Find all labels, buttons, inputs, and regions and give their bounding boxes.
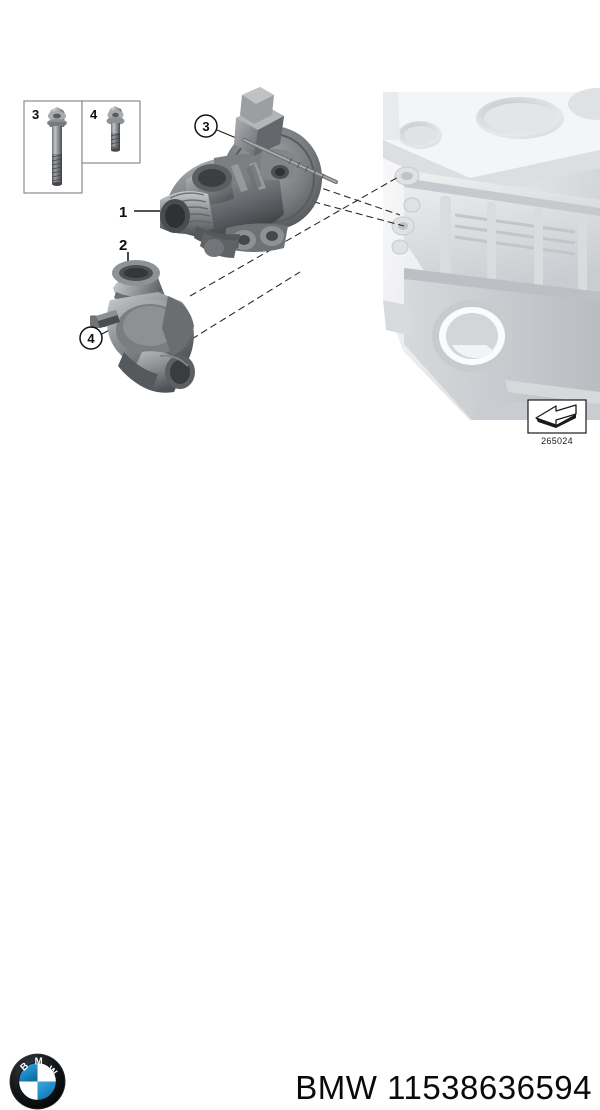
- thermostat-housing-part: [90, 260, 195, 393]
- thermostat-housing-body: [90, 260, 195, 393]
- labels-layer: 1 2 3 4: [79, 114, 218, 350]
- pump-bolt-boss: [260, 148, 296, 180]
- bolt-inset-3: 3: [23, 100, 83, 194]
- direction-arrow-icon: [527, 399, 587, 434]
- bolt-inset-4: 4: [81, 100, 141, 164]
- pump-inlet-neck: [160, 191, 214, 234]
- diagram-reference-number: 265024: [541, 436, 573, 446]
- bmw-roundel-logo: B M W: [9, 1053, 66, 1110]
- assembly-leader-pump-lower: [291, 195, 405, 227]
- pump-upper-outlet: [186, 164, 234, 205]
- callout-4-label: 4: [87, 331, 95, 346]
- water-pump-bolt-shank: [242, 138, 338, 184]
- parts-diagram-root: 3: [0, 87, 600, 1110]
- assembly-leader-thermostat: [189, 175, 401, 297]
- inset-4-label: 4: [90, 107, 98, 122]
- diagram-reference-badge: 265024: [527, 399, 587, 446]
- assembly-leader-lower: [144, 271, 301, 369]
- callout-3: 3: [194, 114, 218, 138]
- item-label-1: 1: [119, 204, 127, 221]
- engine-block-layer: [383, 88, 600, 420]
- inset-3-label: 3: [32, 107, 39, 122]
- thermostat-bolt-head: [96, 310, 120, 328]
- callout-4: 4: [79, 326, 103, 350]
- callout-3-label: 3: [202, 119, 209, 134]
- water-pump-part: [160, 87, 338, 258]
- footer-bar: B M W BMW 11538636594: [0, 520, 600, 1110]
- assembly-leader-pump-upper: [291, 177, 401, 216]
- bolt-insets-layer: 3: [23, 100, 141, 194]
- water-pump-body: [160, 87, 338, 258]
- diagram-canvas: 3: [23, 87, 600, 446]
- logo-letter-m: M: [35, 1056, 43, 1067]
- item-label-2: 2: [119, 237, 127, 254]
- pump-electrical-connector: [234, 87, 284, 156]
- hex-flange-bolt-short-icon: [106, 106, 125, 152]
- engine-cylinder-block: [383, 88, 600, 420]
- hex-flange-bolt-long-icon: [47, 107, 67, 186]
- part-number-caption: BMW 11538636594: [295, 1069, 592, 1106]
